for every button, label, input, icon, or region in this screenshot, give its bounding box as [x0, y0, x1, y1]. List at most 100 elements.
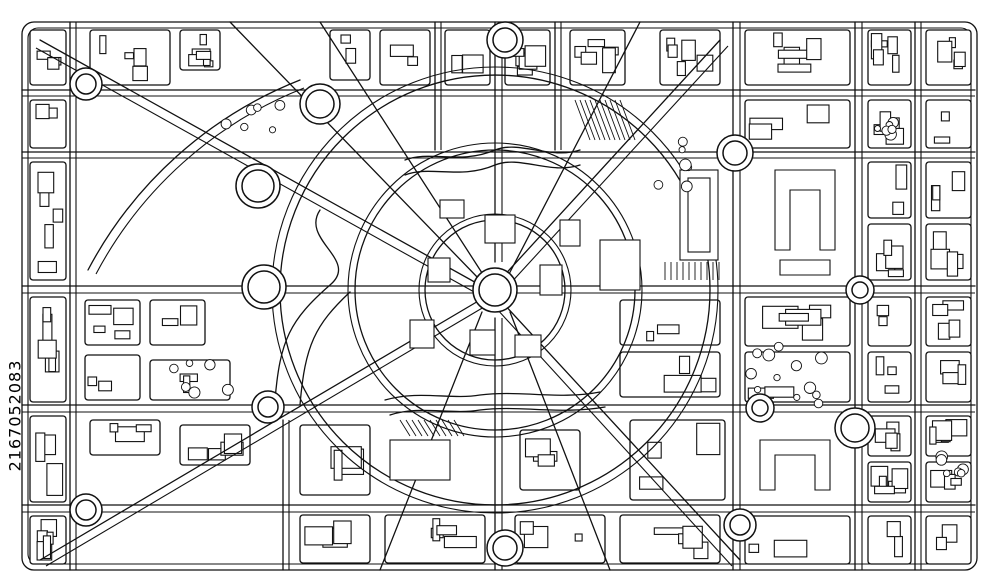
tree-icon [773, 373, 781, 382]
building [872, 49, 884, 66]
roundabout-island [751, 399, 769, 417]
building [806, 38, 822, 61]
building [929, 426, 937, 445]
roundabouts [69, 21, 876, 567]
roundabout-island [75, 73, 97, 95]
building [894, 535, 903, 558]
building [35, 103, 50, 120]
building [895, 164, 908, 190]
roundabout-island [247, 270, 281, 304]
tree-icon [220, 118, 232, 130]
building [389, 44, 414, 57]
building [574, 533, 583, 542]
building [52, 208, 64, 223]
tree-icon [274, 99, 286, 111]
roundabout-island [851, 281, 869, 299]
tree-icon [680, 180, 693, 193]
parking-stripe [417, 419, 429, 437]
park-trees [169, 99, 969, 478]
building [333, 449, 343, 481]
roundabout-island [241, 169, 275, 203]
tree-icon [935, 454, 948, 466]
building [161, 318, 179, 327]
tree-icon [745, 367, 757, 380]
building [99, 35, 107, 55]
city-block [867, 296, 912, 347]
roundabout-island [257, 396, 279, 418]
building [887, 36, 898, 55]
parking-stripe [579, 99, 596, 141]
tree-icon [803, 381, 817, 394]
tree-icon [793, 393, 801, 401]
building [114, 330, 131, 340]
parking-stripe [614, 99, 631, 141]
building [647, 441, 662, 459]
building [932, 185, 941, 201]
building [667, 44, 678, 58]
building [133, 48, 147, 67]
parking-stripe [619, 99, 636, 141]
tree-icon [753, 385, 762, 394]
parking-stripe [589, 99, 606, 141]
building [951, 171, 966, 192]
parking-stripe [447, 419, 459, 437]
building [524, 438, 551, 458]
building [462, 54, 484, 74]
building [891, 468, 909, 490]
tree-icon [812, 390, 821, 400]
tree-icon [956, 468, 966, 478]
parking-stripe [574, 99, 591, 141]
building [948, 319, 961, 338]
city-blocks-east [619, 29, 972, 565]
building [933, 136, 951, 144]
building [345, 47, 357, 64]
tree-icon [653, 179, 664, 190]
tree-icon [942, 469, 951, 478]
building [806, 104, 830, 124]
building [124, 52, 135, 60]
building [953, 51, 966, 68]
parking-stripe [604, 99, 621, 141]
parking-stripe [411, 419, 423, 437]
building [663, 374, 702, 393]
building [676, 61, 686, 77]
tree-icon [221, 383, 234, 396]
tree-icon [752, 348, 763, 359]
tree-icon [874, 125, 881, 132]
building [333, 520, 352, 545]
building [930, 248, 951, 270]
building [887, 366, 897, 376]
building [451, 54, 463, 74]
building [340, 34, 351, 44]
building [778, 312, 809, 322]
building [777, 63, 812, 73]
roundabout-island [492, 535, 518, 561]
building [885, 432, 898, 449]
tree-icon [268, 126, 277, 134]
building [935, 536, 947, 551]
canal-bands [274, 146, 606, 416]
building [681, 39, 696, 61]
tree-icon [887, 124, 897, 134]
building [886, 521, 901, 538]
building [93, 325, 106, 334]
parking-stripe [399, 419, 411, 437]
roundabout-island [75, 499, 97, 521]
stock-image-id-text: 2167052083 [5, 359, 25, 471]
building [113, 307, 134, 326]
tree-icon [169, 363, 179, 374]
building [602, 47, 616, 74]
building [639, 476, 664, 490]
building [37, 260, 57, 274]
roundabout-island [729, 514, 751, 536]
roundabout-island [492, 27, 518, 53]
building [950, 477, 962, 486]
city-block [379, 29, 431, 86]
building [874, 485, 895, 495]
tree-icon [678, 146, 686, 154]
building [42, 307, 52, 323]
building [884, 385, 900, 394]
building [946, 251, 959, 277]
roundabout-island [722, 140, 748, 166]
building [223, 433, 243, 455]
